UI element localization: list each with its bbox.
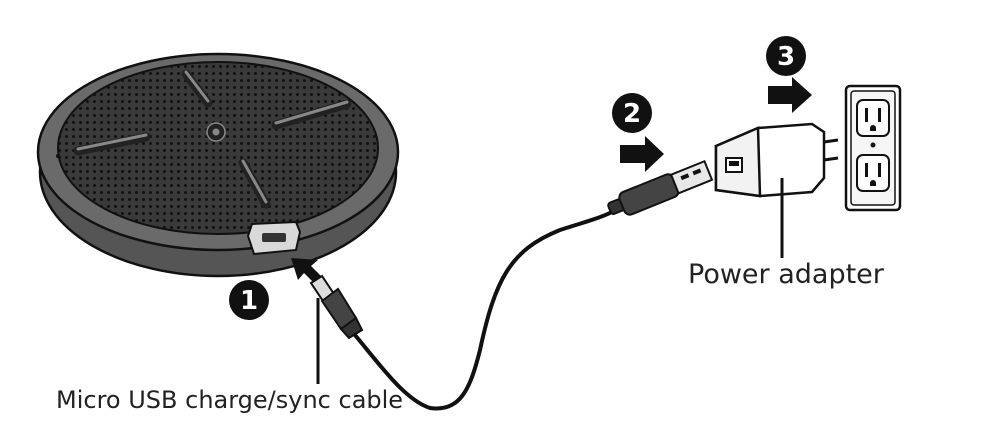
wall-outlet [844,84,902,212]
micro-usb-plug [309,274,364,340]
usb-a-plug [607,159,714,216]
step-3-number: 3 [777,42,795,72]
power-adapter-label: Power adapter [688,259,884,290]
charging-pad [36,52,400,278]
pad-logo-icon [206,122,226,142]
cable-label: Micro USB charge/sync cable [56,386,404,414]
status-led-icon [56,154,60,158]
micro-usb-port [246,220,302,256]
step-2-number: 2 [623,99,641,129]
step-1-number: 1 [240,286,258,316]
usb-cable [353,210,614,411]
step-1-marker: 1 [229,280,269,320]
step-2-marker: 2 [612,93,652,133]
power-adapter [714,122,839,198]
step-2-arrow-icon [620,136,664,172]
pad-surface [57,61,379,235]
step-3-marker: 3 [766,36,806,76]
step-3-arrow-icon [768,77,812,113]
